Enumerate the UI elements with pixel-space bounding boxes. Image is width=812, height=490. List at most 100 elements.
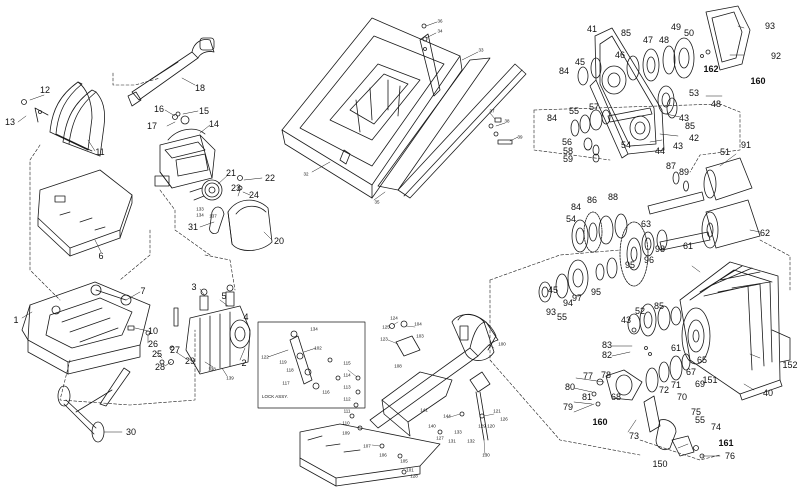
part-label: 48 xyxy=(658,35,670,45)
part-label: 96 xyxy=(643,255,655,265)
part-label: 161 xyxy=(718,438,734,448)
part-label: 15 xyxy=(198,106,210,116)
part-label: 13 xyxy=(4,117,16,127)
part-label: 98 xyxy=(654,244,666,254)
part-label: 68 xyxy=(610,392,622,402)
part-label: 111 xyxy=(343,408,351,414)
part-label: 76 xyxy=(724,451,736,461)
part-label: 92 xyxy=(770,51,782,61)
part-label: 84 xyxy=(558,66,570,76)
part-label: 121 xyxy=(493,408,501,414)
part-label: 50 xyxy=(683,28,695,38)
part-label: 127 xyxy=(436,435,444,441)
part-label: 11 xyxy=(95,147,105,157)
part-label: 97 xyxy=(571,293,583,303)
base-frame xyxy=(37,169,133,257)
part-label: 43 xyxy=(672,141,684,151)
part-label: 83 xyxy=(601,340,613,350)
part-label: 128 xyxy=(410,473,418,479)
part-label: 17 xyxy=(146,121,158,131)
part-label: 46 xyxy=(614,50,626,60)
bearing-row xyxy=(538,257,618,303)
part-label: 109 xyxy=(342,430,350,436)
part-label: 151 xyxy=(702,375,718,385)
part-label: 137 xyxy=(209,213,217,219)
part-label: 59 xyxy=(562,154,574,164)
part-label: 108 xyxy=(394,363,402,369)
bolts-upper xyxy=(21,99,243,191)
clutch-pulley xyxy=(189,179,223,201)
exciter-unit xyxy=(185,284,251,375)
small-parts-left xyxy=(127,307,179,365)
part-label: 86 xyxy=(586,195,598,205)
part-label: 120 xyxy=(487,423,495,429)
vibration-plate xyxy=(21,281,151,375)
part-label: 48 xyxy=(710,99,722,109)
part-label: 125 xyxy=(382,324,390,330)
part-label: 152 xyxy=(782,360,798,370)
part-label: 63 xyxy=(640,219,652,229)
part-label: 69 xyxy=(694,379,706,389)
part-label: 4 xyxy=(243,312,249,322)
part-label: 71 xyxy=(670,380,682,390)
part-label: 30 xyxy=(125,427,137,437)
part-label: 35 xyxy=(374,199,380,205)
part-label: 117 xyxy=(282,380,290,386)
part-label: 6 xyxy=(98,251,104,261)
part-label: 20 xyxy=(273,236,285,246)
part-label: 87 xyxy=(665,161,677,171)
part-label: 114 xyxy=(343,372,351,378)
part-label: 40 xyxy=(762,388,774,398)
part-label: 3 xyxy=(191,282,197,292)
part-label: 31 xyxy=(187,222,199,232)
part-label: 55 xyxy=(694,415,706,425)
base-plate-drawing xyxy=(281,17,527,201)
part-label: 84 xyxy=(546,113,558,123)
part-label: 80 xyxy=(564,382,576,392)
part-label: 42 xyxy=(688,133,700,143)
handle-assembly-drawing xyxy=(257,313,499,487)
part-label: 134 xyxy=(310,326,318,332)
part-label: 126 xyxy=(500,416,508,422)
part-label: 47 xyxy=(642,35,654,45)
part-label: 54 xyxy=(620,140,632,150)
part-label: 134 xyxy=(196,212,204,218)
leaders-left xyxy=(17,77,273,433)
part-label: 162 xyxy=(703,64,719,74)
part-label: 133 xyxy=(454,429,462,435)
part-label: 27 xyxy=(169,345,181,355)
part-label: 88 xyxy=(607,192,619,202)
part-label: 61 xyxy=(682,241,694,251)
part-label: 72 xyxy=(658,385,670,395)
main-housing xyxy=(679,261,791,401)
part-label: 41 xyxy=(586,24,598,34)
part-label: 12 xyxy=(39,85,51,95)
part-label: 43 xyxy=(678,113,690,123)
part-label: 53 xyxy=(688,88,700,98)
part-label: 102 xyxy=(314,345,322,351)
part-label: 1 xyxy=(13,315,19,325)
part-label: 85 xyxy=(653,301,665,311)
belt-guard xyxy=(227,199,273,251)
part-label: 38 xyxy=(504,118,510,124)
part-label: 43 xyxy=(620,315,632,325)
part-label: 129 xyxy=(478,423,486,429)
part-label: 139 xyxy=(226,375,234,381)
part-label: 93 xyxy=(764,21,776,31)
part-label: 56 xyxy=(561,137,573,147)
part-label: 105 xyxy=(400,458,408,464)
part-label: 62 xyxy=(759,228,771,238)
part-label: 81 xyxy=(581,392,593,402)
part-label: 21 xyxy=(225,168,237,178)
part-label: 45 xyxy=(574,57,586,67)
part-label: 26 xyxy=(147,339,159,349)
gear-stack xyxy=(571,211,668,287)
part-label: 7 xyxy=(140,286,146,296)
part-label: 150 xyxy=(652,459,668,469)
cover-plate xyxy=(705,5,751,71)
part-label: 33 xyxy=(478,47,484,53)
part-label: 45 xyxy=(547,285,559,295)
part-label: 37 xyxy=(489,108,495,114)
part-label: 89 xyxy=(678,167,690,177)
